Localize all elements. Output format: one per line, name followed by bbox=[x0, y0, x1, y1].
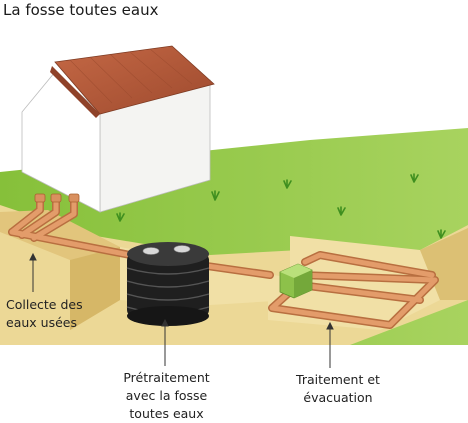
distribution-box bbox=[279, 263, 313, 299]
label-line: eaux usées bbox=[6, 315, 77, 330]
page-title: La fosse toutes eaux bbox=[3, 1, 159, 19]
label-line: avec la fosse bbox=[125, 388, 208, 403]
label-treatment-disposal: Traitement et évacuation bbox=[283, 371, 393, 407]
callout-lines bbox=[29, 252, 334, 368]
label-line: toutes eaux bbox=[129, 406, 204, 421]
label-line: Traitement et bbox=[296, 372, 380, 387]
house bbox=[21, 45, 215, 213]
label-wastewater-collection: Collecte des eaux usées bbox=[6, 296, 83, 332]
house-roof bbox=[54, 45, 215, 115]
label-pretreatment: Prétraitement avec la fosse toutes eaux bbox=[104, 369, 229, 423]
label-line: Collecte des bbox=[6, 297, 83, 312]
septic-tank bbox=[126, 242, 210, 326]
grass-tufts bbox=[116, 173, 446, 239]
label-line: évacuation bbox=[303, 390, 373, 405]
label-line: Prétraitement bbox=[123, 370, 210, 385]
